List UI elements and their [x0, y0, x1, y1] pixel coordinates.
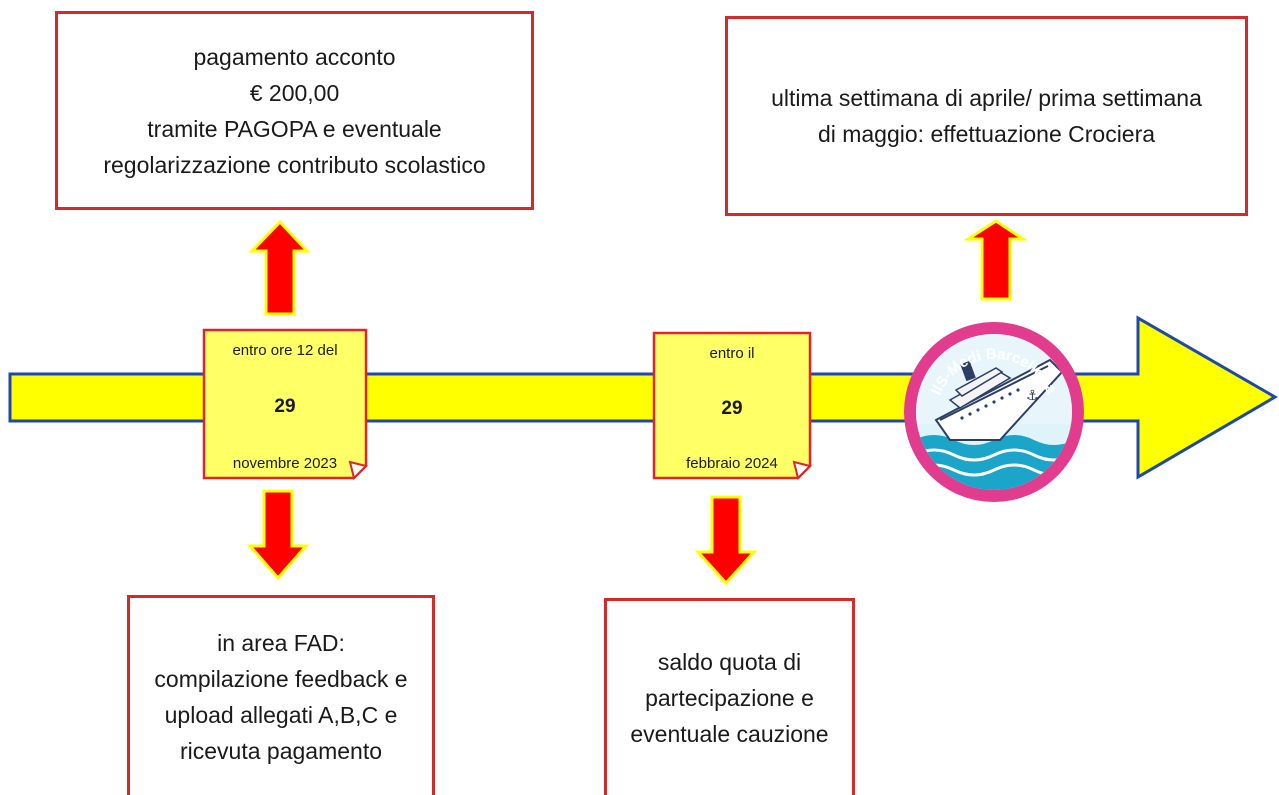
note-2-day: 29	[721, 397, 743, 419]
box-saldo-line-1: saldo quota di	[657, 649, 802, 675]
box-acconto-line-1: pagamento acconto	[193, 43, 396, 70]
box-saldo-quota: saldo quota di partecipazione e eventual…	[604, 598, 855, 795]
note-1-top: entro ore 12 del	[232, 342, 338, 359]
box-fad-line-2: compilazione feedback e	[154, 665, 408, 692]
sticky-note-2-fold	[792, 460, 812, 480]
box-area-fad: in area FAD: compilazione feedback e upl…	[127, 595, 435, 795]
cruise-logo: ⚓ IIS-Medi Barcellona	[904, 322, 1084, 502]
box-pagamento-acconto: pagamento acconto € 200,00 tramite PAGOP…	[55, 11, 534, 210]
timeline-arrow	[8, 315, 1278, 480]
box-fad-line-1: in area FAD:	[217, 629, 345, 656]
note-1-bottom: novembre 2023	[232, 455, 338, 472]
note-2-bottom: febbraio 2024	[686, 455, 778, 472]
box-crociera-line-1: ultima settimana di aprile/ prima settim…	[771, 85, 1202, 111]
box-effettuazione-crociera: ultima settimana di aprile/ prima settim…	[725, 16, 1248, 216]
box-saldo-line-2: partecipazione e	[645, 685, 814, 711]
box-crociera-line-2: di maggio: effettuazione Crociera	[817, 121, 1156, 147]
sticky-note-novembre: entro ore 12 del 29 novembre 2023	[204, 330, 366, 478]
sticky-note-febbraio: entro il 29 febbraio 2024	[654, 333, 810, 478]
svg-text:⚓: ⚓	[1026, 388, 1039, 404]
arrow-up-crociera	[962, 219, 1028, 301]
box-fad-line-3: upload allegati A,B,C e	[164, 701, 398, 728]
box-fad-line-4: ricevuta pagamento	[179, 737, 382, 764]
arrow-up-acconto	[248, 219, 311, 316]
arrow-down-fad	[246, 489, 310, 581]
box-acconto-line-4: regolarizzazione contributo scolastico	[103, 151, 486, 178]
sticky-note-1-fold	[348, 460, 368, 480]
box-acconto-line-3: tramite PAGOPA e eventuale	[147, 115, 442, 142]
arrow-down-saldo	[694, 495, 758, 586]
note-1-day: 29	[274, 396, 296, 417]
note-2-top: entro il	[709, 345, 755, 362]
box-saldo-line-3: eventuale cauzione	[630, 721, 829, 747]
box-acconto-line-2: € 200,00	[249, 79, 340, 106]
